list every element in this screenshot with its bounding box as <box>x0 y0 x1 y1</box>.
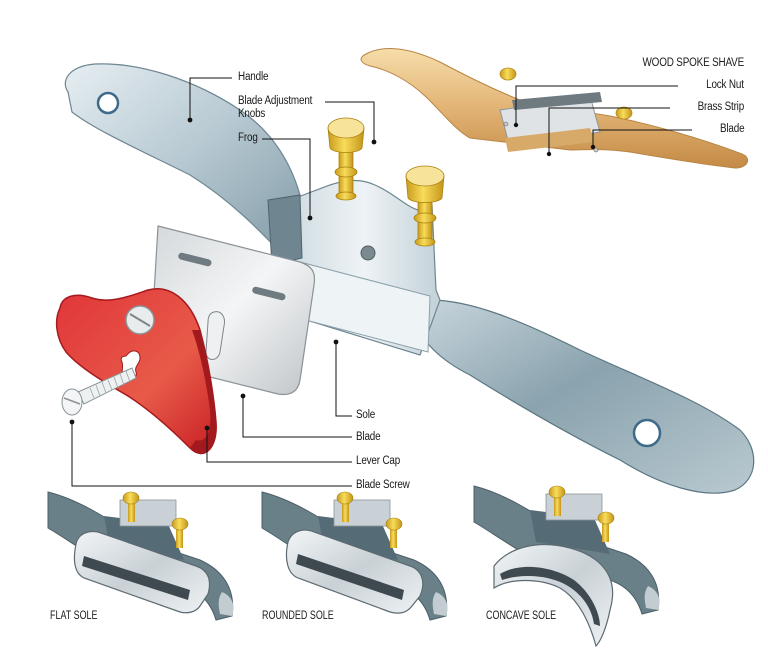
label-frog: Frog <box>238 132 258 144</box>
label-blade-adjustment-knobs-line1: Blade Adjustment <box>238 95 313 107</box>
wood-spoke-shave-illustration <box>360 48 749 169</box>
label-sole: Sole <box>356 409 376 421</box>
label-brass-strip: Brass Strip <box>697 101 745 113</box>
wood-spoke-shave-title: WOOD SPOKE SHAVE <box>642 57 745 69</box>
label-lock-nut: Lock Nut <box>706 79 744 91</box>
caption-flat-sole: FLAT SOLE <box>50 610 98 622</box>
blade-screw <box>61 367 137 416</box>
caption-concave-sole: CONCAVE SOLE <box>486 610 557 622</box>
main-spokeshave-illustration <box>55 63 755 494</box>
caption-rounded-sole: ROUNDED SOLE <box>262 610 334 622</box>
label-blade-screw: Blade Screw <box>356 479 410 491</box>
label-lever-cap: Lever Cap <box>356 455 401 467</box>
label-blade: Blade <box>356 431 381 443</box>
label-handle: Handle <box>238 71 269 83</box>
label-blade-adjustment-knobs-line2: Knobs <box>238 108 266 120</box>
concave-sole-illustration <box>473 485 660 648</box>
label-wood-blade: Blade <box>719 123 745 135</box>
flat-sole-illustration <box>47 491 234 621</box>
blade-adjustment-knob-left <box>327 117 365 201</box>
rounded-sole-illustration <box>261 491 448 621</box>
blade-adjustment-knob-right <box>405 165 445 247</box>
